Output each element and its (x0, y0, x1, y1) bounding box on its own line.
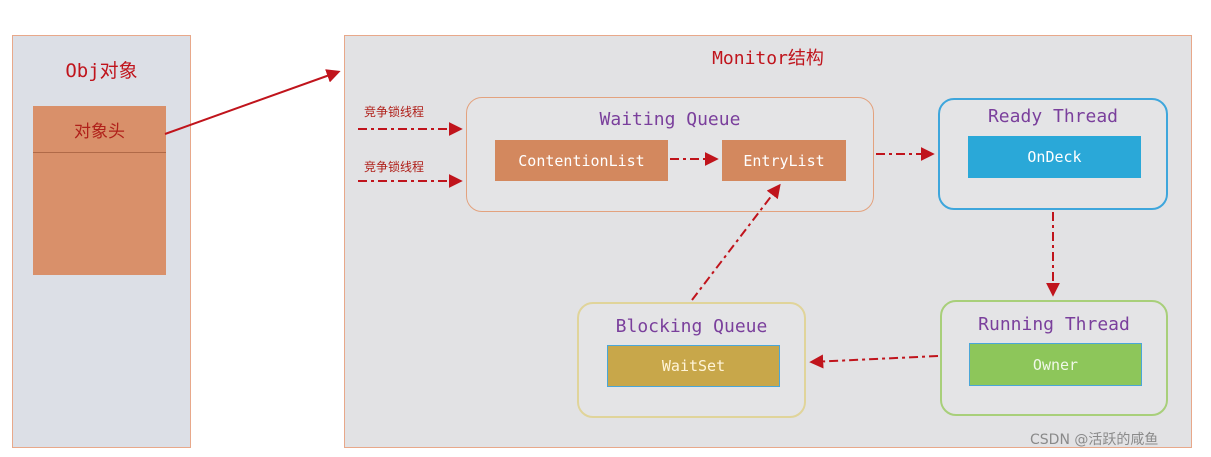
obj-body (33, 106, 166, 275)
blocking-queue-title: Blocking Queue (615, 316, 768, 337)
obj-header-divider (33, 152, 166, 153)
blocking-to-entry-arrow (691, 183, 781, 301)
ready-thread-title: Ready Thread (987, 106, 1119, 127)
monitor-title: Monitor结构 (712, 48, 824, 69)
running-thread-title: Running Thread (978, 314, 1130, 335)
contention-list-box: ContentionList (495, 140, 668, 181)
obj-to-monitor-arrow (164, 69, 341, 135)
incoming-thread-label-2: 竞争锁线程 (364, 160, 425, 174)
watermark: CSDN @活跃的咸鱼 (1030, 432, 1159, 448)
obj-title: Obj对象 (65, 60, 138, 82)
incoming-thread-label-1: 竞争锁线程 (364, 105, 425, 119)
obj-header-label: 对象头 (74, 122, 125, 142)
on-deck-box: OnDeck (968, 136, 1141, 178)
running-to-blocking-arrow (809, 354, 939, 369)
wait-set-box: WaitSet (607, 345, 780, 387)
waiting-queue-title: Waiting Queue (599, 109, 741, 130)
entry-list-box: EntryList (722, 140, 846, 181)
owner-box: Owner (969, 343, 1142, 386)
